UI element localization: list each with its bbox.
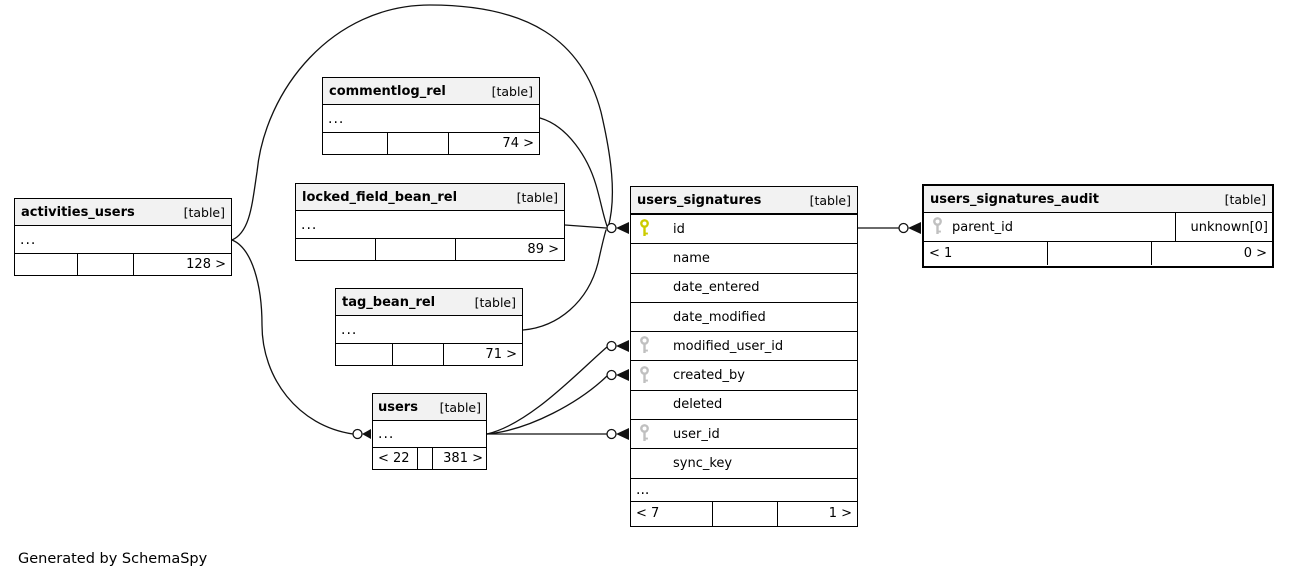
- table-footer: 89 >: [296, 238, 564, 260]
- table-name[interactable]: users_signatures_audit: [930, 191, 1099, 207]
- column-type-cell: unknown[0]: [1175, 213, 1272, 241]
- column-row-sync-key[interactable]: sync_key: [631, 448, 857, 477]
- table-name[interactable]: tag_bean_rel: [342, 294, 436, 310]
- table-type-label: [table]: [183, 204, 225, 220]
- primary-key-icon: [639, 219, 650, 239]
- marker-audit-parent-id: [898, 222, 921, 234]
- table-header[interactable]: users_signatures_audit [table]: [924, 186, 1272, 213]
- column-name: created_by: [673, 368, 745, 384]
- column-row-created-by[interactable]: created_by: [631, 360, 857, 389]
- table-locked-field-bean-rel[interactable]: locked_field_bean_rel [table] ... 89 >: [295, 183, 565, 261]
- column-name: id: [673, 221, 685, 237]
- marker-created-by: [606, 369, 629, 381]
- column-name: name: [673, 250, 710, 266]
- table-users[interactable]: users [table] ... < 22 381 >: [372, 393, 487, 470]
- foreign-key-icon: [639, 365, 650, 386]
- footer-cell: [417, 448, 432, 469]
- columns-ellipsis: ...: [341, 321, 358, 338]
- foreign-key-icon: [932, 217, 943, 237]
- marker-modified-user-id: [606, 340, 629, 352]
- table-activities-users[interactable]: activities_users [table] ... 128 >: [14, 198, 232, 276]
- table-name[interactable]: users_signatures: [637, 192, 762, 208]
- footer-cell: [712, 501, 777, 526]
- marker-user-id: [606, 428, 629, 440]
- column-name: deleted: [673, 397, 723, 413]
- footer-cell: [1047, 242, 1151, 265]
- marker-users: [352, 428, 371, 440]
- table-footer: < 22 381 >: [373, 447, 486, 469]
- footer-cell: [392, 344, 443, 365]
- footer-cell: [296, 239, 375, 260]
- column-row-id[interactable]: id: [631, 214, 857, 243]
- column-name: date_entered: [673, 280, 760, 296]
- footer-parents-count: < 22: [378, 451, 410, 466]
- column-list: id name date_entered date_modified modif…: [631, 214, 857, 478]
- foreign-key-icon: [639, 424, 650, 444]
- footer-parents-count: < 7: [636, 506, 660, 522]
- columns-ellipsis: ...: [20, 231, 37, 248]
- table-type-label: [table]: [809, 192, 851, 208]
- edge-users-to-created-by: [486, 375, 608, 435]
- footer-children-count: 0 >: [1151, 242, 1272, 265]
- table-header[interactable]: tag_bean_rel [table]: [336, 289, 522, 316]
- edge-locked-field-bean-rel-to-users-signatures: [564, 224, 607, 229]
- columns-ellipsis: ...: [631, 477, 857, 501]
- column-name: date_modified: [673, 309, 766, 325]
- footer-cell: [77, 254, 133, 275]
- table-type-label: [table]: [516, 189, 558, 205]
- table-header[interactable]: users [table]: [373, 394, 486, 421]
- table-header[interactable]: commentlog_rel [table]: [323, 78, 539, 105]
- foreign-key-icon: [639, 336, 650, 356]
- column-name: user_id: [673, 426, 720, 442]
- table-commentlog-rel[interactable]: commentlog_rel [table] ... 74 >: [322, 77, 540, 155]
- table-users-signatures[interactable]: users_signatures [table] id name date_en…: [630, 186, 858, 527]
- columns-ellipsis: ...: [328, 110, 345, 127]
- column-row-name[interactable]: name: [631, 243, 857, 272]
- footer-cell: [336, 344, 392, 365]
- marker-users-signatures-id: [606, 222, 629, 234]
- table-footer: 71 >: [336, 343, 522, 365]
- column-name: parent_id: [952, 219, 1013, 235]
- table-name[interactable]: commentlog_rel: [329, 83, 446, 99]
- footer-cell: [323, 133, 387, 154]
- footer-cell: [15, 254, 77, 275]
- column-name: sync_key: [673, 456, 733, 472]
- footer-children-count: 381 >: [432, 448, 486, 469]
- footer-children-count: 1 >: [777, 501, 857, 526]
- footer-cell: [375, 239, 455, 260]
- footer-children-count: 71 >: [443, 344, 522, 365]
- footer-parents-count: < 1: [929, 246, 953, 261]
- column-row-user-id[interactable]: user_id: [631, 419, 857, 448]
- column-row-modified-user-id[interactable]: modified_user_id: [631, 331, 857, 360]
- table-name[interactable]: users: [378, 399, 418, 415]
- generator-credit: Generated by SchemaSpy: [18, 551, 208, 567]
- column-row-deleted[interactable]: deleted: [631, 389, 857, 419]
- table-footer: < 1 0 >: [924, 241, 1272, 265]
- table-tag-bean-rel[interactable]: tag_bean_rel [table] ... 71 >: [335, 288, 523, 366]
- table-type-label: [table]: [491, 83, 533, 99]
- table-name[interactable]: activities_users: [21, 204, 135, 220]
- table-footer: 74 >: [323, 132, 539, 154]
- table-header[interactable]: users_signatures [table]: [631, 187, 857, 214]
- columns-ellipsis: ...: [378, 426, 395, 442]
- column-row-parent-id[interactable]: parent_id unknown[0]: [924, 213, 1272, 241]
- table-type-label: [table]: [474, 294, 516, 310]
- footer-children-count: 89 >: [455, 239, 564, 260]
- column-row-date-modified[interactable]: date_modified: [631, 301, 857, 331]
- table-header[interactable]: activities_users [table]: [15, 199, 231, 226]
- table-name[interactable]: locked_field_bean_rel: [302, 189, 458, 205]
- footer-children-count: 128 >: [133, 254, 231, 275]
- table-header[interactable]: locked_field_bean_rel [table]: [296, 184, 564, 211]
- table-footer: < 7 1 >: [631, 500, 857, 526]
- table-users-signatures-audit[interactable]: users_signatures_audit [table] parent_id…: [922, 184, 1274, 268]
- table-footer: 128 >: [15, 253, 231, 275]
- column-row-date-entered[interactable]: date_entered: [631, 272, 857, 302]
- table-type-label: [table]: [439, 399, 481, 415]
- column-name: modified_user_id: [673, 338, 784, 354]
- columns-ellipsis: ...: [301, 216, 318, 233]
- footer-cell: [387, 133, 448, 154]
- table-type-label: [table]: [1224, 191, 1266, 207]
- footer-children-count: 74 >: [448, 133, 539, 154]
